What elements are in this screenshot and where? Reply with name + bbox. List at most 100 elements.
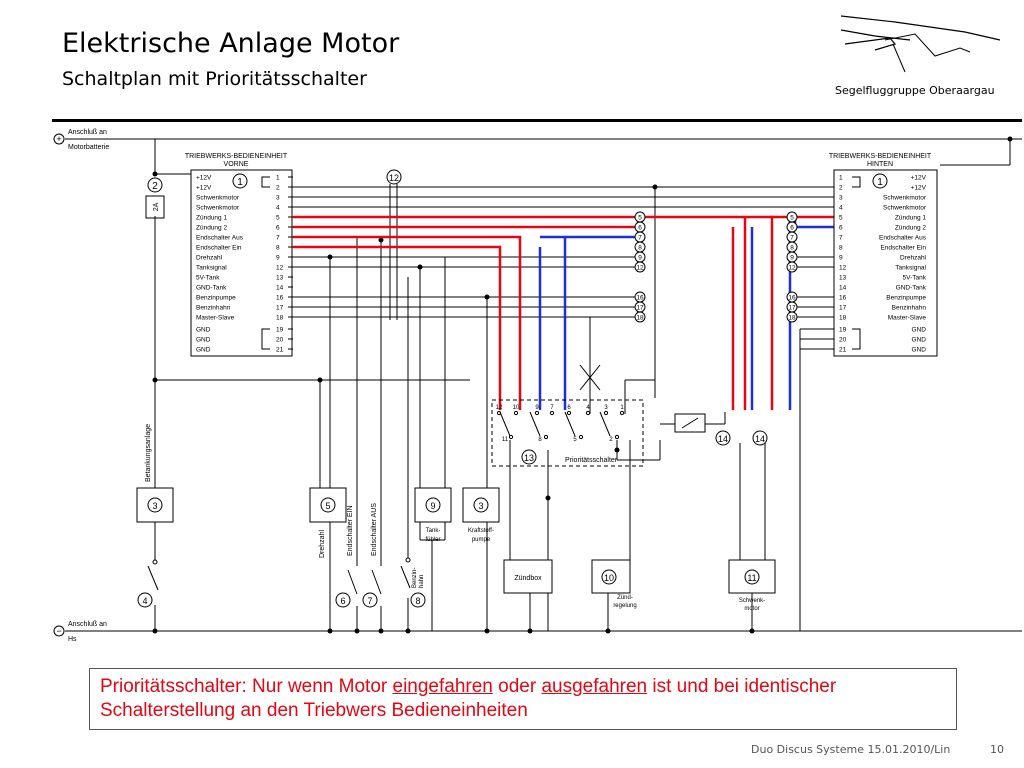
pin-label: Benzinpumpe xyxy=(196,295,236,302)
ignition-box-label: Zündbox xyxy=(514,575,542,582)
pin-label: Tanksignal xyxy=(196,265,227,272)
front-unit-subtitle: VORNE xyxy=(224,161,249,168)
pin-label: GND-Tank xyxy=(196,285,227,292)
svg-text:8: 8 xyxy=(415,596,420,606)
main-switch: 4 xyxy=(137,559,159,608)
pin-number: 5 xyxy=(839,215,843,222)
wire-tag-number: 17 xyxy=(636,305,644,312)
wire-tag xyxy=(634,311,646,323)
title-divider xyxy=(52,119,1022,122)
pin-label: Endschalter Ein xyxy=(880,245,926,252)
pin-label: +12V xyxy=(196,185,212,192)
svg-text:3: 3 xyxy=(152,501,157,511)
minus-rail-label-2: Hs xyxy=(68,636,77,643)
svg-text:motor: motor xyxy=(744,606,759,612)
wire-tag xyxy=(634,261,646,273)
svg-text:+: + xyxy=(56,134,61,144)
front-unit-title: TRIEBWERKS-BEDIENEINHEIT xyxy=(185,153,288,160)
pin-label: Benzinhahn xyxy=(892,305,927,312)
pin-label: Endschalter Ein xyxy=(196,245,242,252)
pin-number: 20 xyxy=(839,337,847,344)
minus-rail-label: Anschluß an xyxy=(68,621,107,628)
svg-text:14: 14 xyxy=(755,434,765,444)
pin-label: GND xyxy=(912,347,927,354)
end-switch-off-label: Endschalter AUS xyxy=(371,503,378,556)
wire-tag-number: 8 xyxy=(638,245,642,252)
red-wires xyxy=(293,215,835,410)
priority-note: Prioritätsschalter: Nur wenn Motor einge… xyxy=(89,668,957,730)
wire-tag-number: 8 xyxy=(790,245,794,252)
wire-tag-number: 18 xyxy=(788,315,796,322)
pin-label: Zündung 2 xyxy=(196,225,227,232)
minus-rail-terminal: − Anschluß an Hs xyxy=(53,621,107,643)
switch-pin-bottom: 11 xyxy=(502,437,509,443)
wire-tag-number: 7 xyxy=(638,235,642,242)
fueling-system: 3 Betankungsanlage xyxy=(136,424,174,523)
svg-text:4: 4 xyxy=(142,596,147,606)
pin-number: 16 xyxy=(839,295,847,302)
footer-text: Duo Discus Systeme 15.01.2010/Lin xyxy=(751,743,951,756)
pin-number: 19 xyxy=(276,327,284,334)
plus-rail-label-2: Motorbatterie xyxy=(68,144,109,151)
pin-number: 18 xyxy=(276,315,284,322)
pin-number: 13 xyxy=(276,275,284,282)
rear-unit-subtitle: HINTEN xyxy=(867,161,893,168)
pin-number: 6 xyxy=(276,225,280,232)
note-text-2: oder xyxy=(492,676,542,697)
pin-number: 1 xyxy=(839,175,843,182)
switch-pin-top: 12 xyxy=(496,405,503,411)
front-unit-badge: 1 xyxy=(237,177,243,188)
pin-number: 17 xyxy=(276,305,284,312)
svg-text:pumpe: pumpe xyxy=(472,537,491,543)
organization-name: Segelfluggruppe Oberaargau xyxy=(835,84,995,97)
rpm-sensor: 5 Drehzahl xyxy=(309,487,347,558)
pin-label: Zündung 1 xyxy=(196,215,227,222)
wiring-lines xyxy=(65,138,1022,632)
pin-number: 13 xyxy=(839,275,847,282)
wire-tag-number: 9 xyxy=(638,255,642,262)
priority-switch-badge: 13 xyxy=(524,453,534,463)
page-number: 10 xyxy=(990,743,1004,756)
svg-text:14: 14 xyxy=(718,434,728,444)
pin-number: 9 xyxy=(839,255,843,262)
relay-coil xyxy=(674,413,706,433)
svg-text:regelung: regelung xyxy=(613,603,636,609)
fuel-pump: 3 Kraftstoff- pumpe xyxy=(462,487,500,543)
tank-sensor: 9 Tank- fühler xyxy=(414,487,452,543)
junction-dots xyxy=(152,136,1013,634)
pin-label: Benzinhahn xyxy=(196,305,231,312)
pin-number: 21 xyxy=(276,347,284,354)
switch-pin-top: 4 xyxy=(586,405,590,411)
pin-label: Schwenkmotor xyxy=(196,195,240,202)
note-text-1: Prioritätsschalter: Nur wenn Motor xyxy=(100,676,393,697)
svg-text:9: 9 xyxy=(430,501,435,511)
pin-label: GND xyxy=(196,327,211,334)
plus-rail-terminal: + Anschluß an Motorbatterie xyxy=(53,129,109,151)
pin-number: 6 xyxy=(839,225,843,232)
pin-number: 2 xyxy=(839,185,843,192)
wire-tag-number: 6 xyxy=(790,225,794,232)
wire-tag-number: 5 xyxy=(790,215,794,222)
wire-tag-number: 12 xyxy=(788,265,796,272)
svg-text:12: 12 xyxy=(389,173,399,183)
pin-label: +12V xyxy=(911,175,927,182)
rear-control-unit: TRIEBWERKS-BEDIENEINHEIT HINTEN 1 1+12V2… xyxy=(829,153,938,357)
pin-label: Benzinpumpe xyxy=(886,295,926,302)
pin-number: 14 xyxy=(276,285,284,292)
switch-pin-top: 10 xyxy=(513,405,520,411)
switch-pin-top: 7 xyxy=(550,405,554,411)
svg-text:10: 10 xyxy=(604,573,614,583)
wire-tag-number: 7 xyxy=(790,235,794,242)
pin-label: GND xyxy=(912,337,927,344)
pin-label: Schwenkmotor xyxy=(883,195,927,202)
fuel-cock-label-2: hahn xyxy=(419,575,425,588)
slide-title: Elektrische Anlage Motor xyxy=(62,28,400,59)
pin-label: GND xyxy=(196,347,211,354)
svg-text:Tank-: Tank- xyxy=(426,528,441,534)
fuse-rating: 2A xyxy=(153,202,160,211)
